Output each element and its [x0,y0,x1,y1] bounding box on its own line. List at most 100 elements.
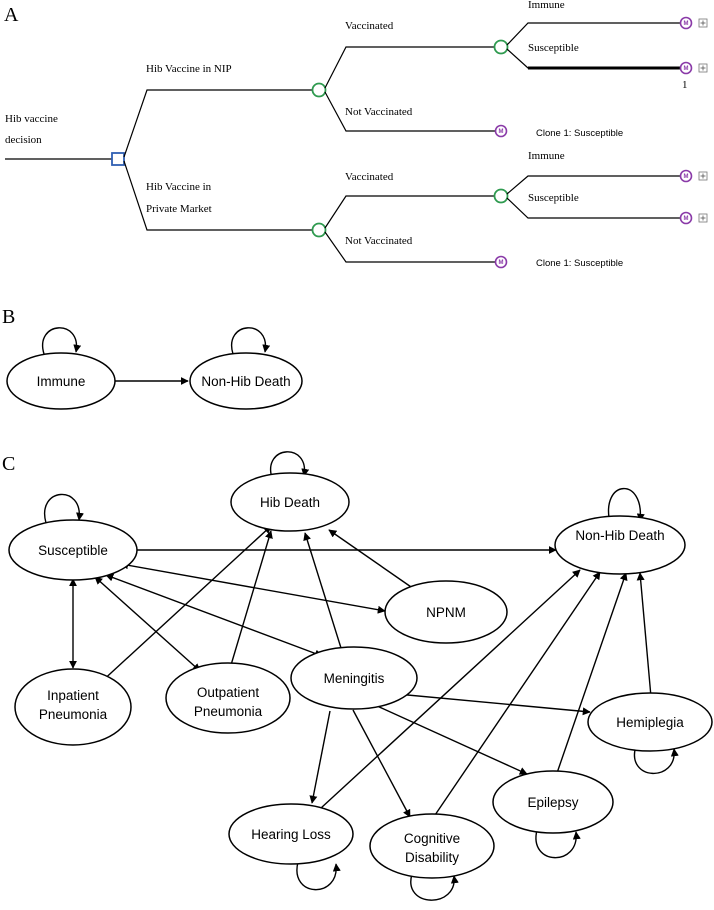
expand-icon[interactable] [698,213,708,223]
epilepsy-self-loop [535,829,581,859]
chance-node-private-vaccinated [493,188,509,204]
branch-number-label: 1 [682,79,688,91]
panel-label-c: C [2,453,15,475]
state-npnm [384,580,508,644]
edge-epilepsy-to-nonhib [556,572,628,774]
expand-icon[interactable] [698,63,708,73]
markov-node-nip-immune: M [679,16,693,30]
nip-not-vaccinated-branch [324,91,495,132]
edge-susceptible-npnm [120,561,386,614]
private-not-vaccinated-branch [324,231,495,263]
state-hib-death [230,472,350,532]
svg-text:M: M [684,216,689,222]
private-vaccinated-branch [324,195,494,229]
expand-icon[interactable] [698,171,708,181]
state-hearing-loss-label: Hearing Loss [251,827,331,842]
state-susceptible [8,519,138,581]
nip-immune-branch [506,22,680,46]
markov-node-private-susceptible: M [679,211,693,225]
clone-label-private: Clone 1: Susceptible [536,258,623,269]
state-immune-label: Immune [37,374,86,389]
nip-vaccinated-branch [324,46,494,89]
nip-not-vaccinated-label: Not Vaccinated [345,106,413,118]
edge-cognitive-to-nonhib [432,571,601,819]
svg-text:M: M [499,260,504,266]
state-cognitive-label-line2: Disability [405,850,459,865]
state-outpatient-label-line2: Pneumonia [194,704,263,719]
expand-icon[interactable] [698,18,708,28]
panel-label-b: B [2,306,15,328]
non-hib-death-self-loop [230,327,271,355]
markov-node-nip-susceptible: M [679,61,693,75]
strategy1-branch [123,89,312,158]
state-hemiplegia-label: Hemiplegia [616,715,684,730]
svg-text:M: M [499,129,504,135]
edge-hemiplegia-to-nonhib [636,572,652,698]
state-outpatient-pneumonia [165,662,291,734]
state-non-hib-death-b [189,352,303,410]
private-susceptible-branch [506,197,680,219]
edge-inpatient-to-hibdeath [98,525,272,685]
private-susceptible-label: Susceptible [528,192,579,204]
hemiplegia-self-loop [633,745,679,775]
state-meningitis-label: Meningitis [324,671,385,686]
root-label-line1: Hib vaccine [5,113,58,125]
state-non-hib-death-label: Non-Hib Death [575,528,664,543]
strategy2-branch [123,160,312,231]
state-npnm-label: NPNM [426,605,466,620]
state-inpatient-label-line2: Pneumonia [39,707,108,722]
state-hib-death-label: Hib Death [260,495,320,510]
cognitive-self-loop [410,873,459,901]
markov-node-nip-not-vaccinated: M [494,124,508,138]
strategy1-label: Hib Vaccine in NIP [146,63,232,75]
state-hearing-loss [228,803,354,865]
strategy2-label-line2: Private Market [146,203,212,215]
edge-npnm-to-hibdeath [328,529,415,590]
markov-node-private-not-vaccinated: M [494,255,508,269]
chance-node-private [311,222,327,238]
root-label-line2: decision [5,134,42,146]
private-immune-branch [506,175,680,195]
state-hemiplegia [587,692,713,752]
private-immune-label: Immune [528,150,565,162]
edge-meningitis-to-epilepsy [374,704,528,775]
state-inpatient-pneumonia [14,668,132,746]
private-vaccinated-label: Vaccinated [345,171,394,183]
state-outpatient-label-line1: Outpatient [197,685,260,700]
panel-label-a: A [4,4,19,26]
edge-meningitis-to-hibdeath [303,532,342,649]
nip-vaccinated-label: Vaccinated [345,20,394,32]
edge-meningitis-to-cognitive [352,709,411,818]
state-non-hib-death-b-label: Non-Hib Death [201,374,290,389]
svg-text:M: M [684,21,689,27]
state-susceptible-label: Susceptible [38,543,108,558]
edge-hearing-to-nonhib [320,569,581,809]
clone-label-nip: Clone 1: Susceptible [536,128,623,139]
edge-outpatient-to-hibdeath [230,530,273,666]
nip-immune-label: Immune [528,0,565,11]
state-epilepsy [492,770,614,834]
panel-a-decision-tree: A Hib vaccine decision Hib Vaccine in NI… [4,0,708,269]
susceptible-self-loop [43,493,84,524]
state-cognitive-disability [369,813,495,879]
decision-node [111,152,125,166]
state-epilepsy-label: Epilepsy [527,795,578,810]
svg-text:M: M [684,174,689,180]
immune-self-loop [41,327,82,355]
panel-b-immune-model: B Immune Non-Hib Death [2,306,303,410]
state-meningitis [290,646,418,710]
private-not-vaccinated-label: Not Vaccinated [345,235,413,247]
markov-node-private-immune: M [679,169,693,183]
chance-node-nip-vaccinated [493,39,509,55]
chance-node-nip [311,82,327,98]
hearing-self-loop [296,861,341,891]
edge-meningitis-to-hearing [309,710,331,804]
edge-susceptible-outpatient [94,576,201,672]
panel-c-susceptible-model: C Hib Death Non-Hib Death Suscept [2,451,713,901]
hibdeath-self-loop [269,451,310,479]
svg-text:M: M [684,66,689,72]
edge-meningitis-to-hemiplegia [385,692,591,716]
state-cognitive-label-line1: Cognitive [404,831,460,846]
nip-susceptible-label: Susceptible [528,42,579,54]
